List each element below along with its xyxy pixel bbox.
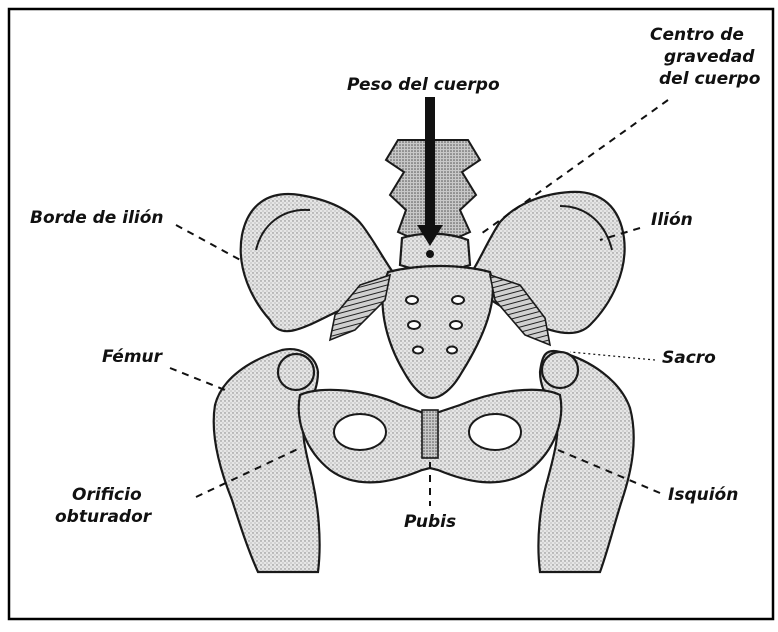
center-of-gravity-dot bbox=[426, 250, 434, 258]
label-center-gravity-line1: Centro de bbox=[650, 25, 744, 45]
label-obturator-line2: obturador bbox=[55, 507, 153, 527]
sacrum bbox=[383, 266, 493, 398]
left-obturator-foramen bbox=[334, 414, 386, 450]
label-obturator-line1: Orificio bbox=[72, 485, 142, 505]
label-sacrum: Sacro bbox=[662, 348, 716, 368]
lumbar-vertebra-body bbox=[400, 234, 470, 271]
label-center-gravity-line2: gravedad bbox=[664, 47, 755, 67]
left-femoral-head bbox=[278, 354, 314, 390]
pelvis-illustration bbox=[214, 140, 634, 572]
right-obturator-foramen bbox=[469, 414, 521, 450]
pubic-symphysis bbox=[422, 410, 438, 458]
label-center-gravity-line3: del cuerpo bbox=[659, 69, 761, 89]
label-ischium: Isquión bbox=[668, 485, 738, 505]
label-pubis: Pubis bbox=[404, 512, 456, 532]
label-femur: Fémur bbox=[102, 347, 164, 367]
label-iliac-crest: Borde de ilión bbox=[30, 208, 164, 228]
label-ilium: Ilión bbox=[651, 210, 693, 230]
label-body-weight: Peso del cuerpo bbox=[347, 75, 500, 95]
right-ilium bbox=[470, 192, 625, 333]
right-femoral-head bbox=[542, 352, 578, 388]
